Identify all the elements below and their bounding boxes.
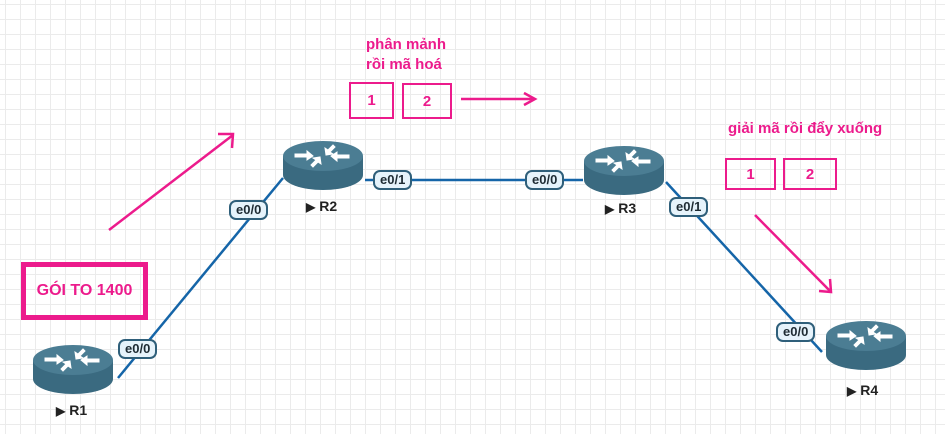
iface-r3-e0-1[interactable]: e0/1	[669, 197, 709, 217]
router-r1[interactable]	[32, 344, 114, 395]
router-icon	[282, 140, 364, 191]
fragment-note: phân mảnh rồi mã hoá	[366, 35, 446, 75]
decrypt-box-1-label: 1	[746, 165, 755, 183]
fragment-note-line2: rồi mã hoá	[366, 56, 442, 73]
router-name: R2	[319, 198, 338, 214]
router-name: R1	[69, 402, 88, 418]
router-r3[interactable]	[583, 145, 665, 196]
fragment-note-line1: phân mảnh	[366, 36, 447, 53]
router-icon	[32, 344, 114, 395]
iface-r3-e0-0[interactable]: e0/0	[525, 170, 565, 190]
arrow-up-right	[108, 132, 235, 231]
play-icon[interactable]: ▶	[306, 200, 316, 214]
router-label-r2[interactable]: ▶R2	[306, 198, 337, 214]
decrypt-box-2: 2	[783, 158, 837, 190]
iface-r1-e0-0[interactable]: e0/0	[118, 339, 158, 359]
iface-r2-e0-1[interactable]: e0/1	[373, 170, 413, 190]
decrypt-note: giải mã rồi đẩy xuống	[728, 120, 883, 137]
iface-r4-e0-0[interactable]: e0/0	[776, 322, 816, 342]
big-packet-box: GÓI TO 1400	[21, 262, 148, 320]
router-icon	[583, 145, 665, 196]
fragment-box-1-label: 1	[367, 92, 376, 109]
arrow-right	[461, 91, 538, 107]
arrow-down-right	[754, 214, 833, 294]
play-icon[interactable]: ▶	[605, 202, 615, 216]
iface-r2-e0-0[interactable]: e0/0	[229, 200, 269, 220]
big-packet-label: GÓI TO 1400	[36, 282, 133, 299]
decrypt-box-2-label: 2	[805, 165, 815, 183]
router-r2[interactable]	[282, 140, 364, 191]
play-icon[interactable]: ▶	[56, 404, 66, 418]
router-name: R4	[860, 382, 879, 398]
fragment-box-1: 1	[349, 82, 394, 119]
fragment-box-2-label: 2	[422, 92, 432, 110]
router-icon	[825, 320, 907, 371]
play-icon[interactable]: ▶	[847, 384, 857, 398]
fragment-box-2: 2	[402, 83, 452, 119]
router-r4[interactable]	[825, 320, 907, 371]
router-label-r1[interactable]: ▶R1	[56, 402, 87, 418]
router-label-r4[interactable]: ▶R4	[847, 382, 878, 398]
router-label-r3[interactable]: ▶R3	[605, 200, 636, 216]
decrypt-box-1: 1	[725, 158, 776, 190]
router-name: R3	[618, 200, 637, 216]
